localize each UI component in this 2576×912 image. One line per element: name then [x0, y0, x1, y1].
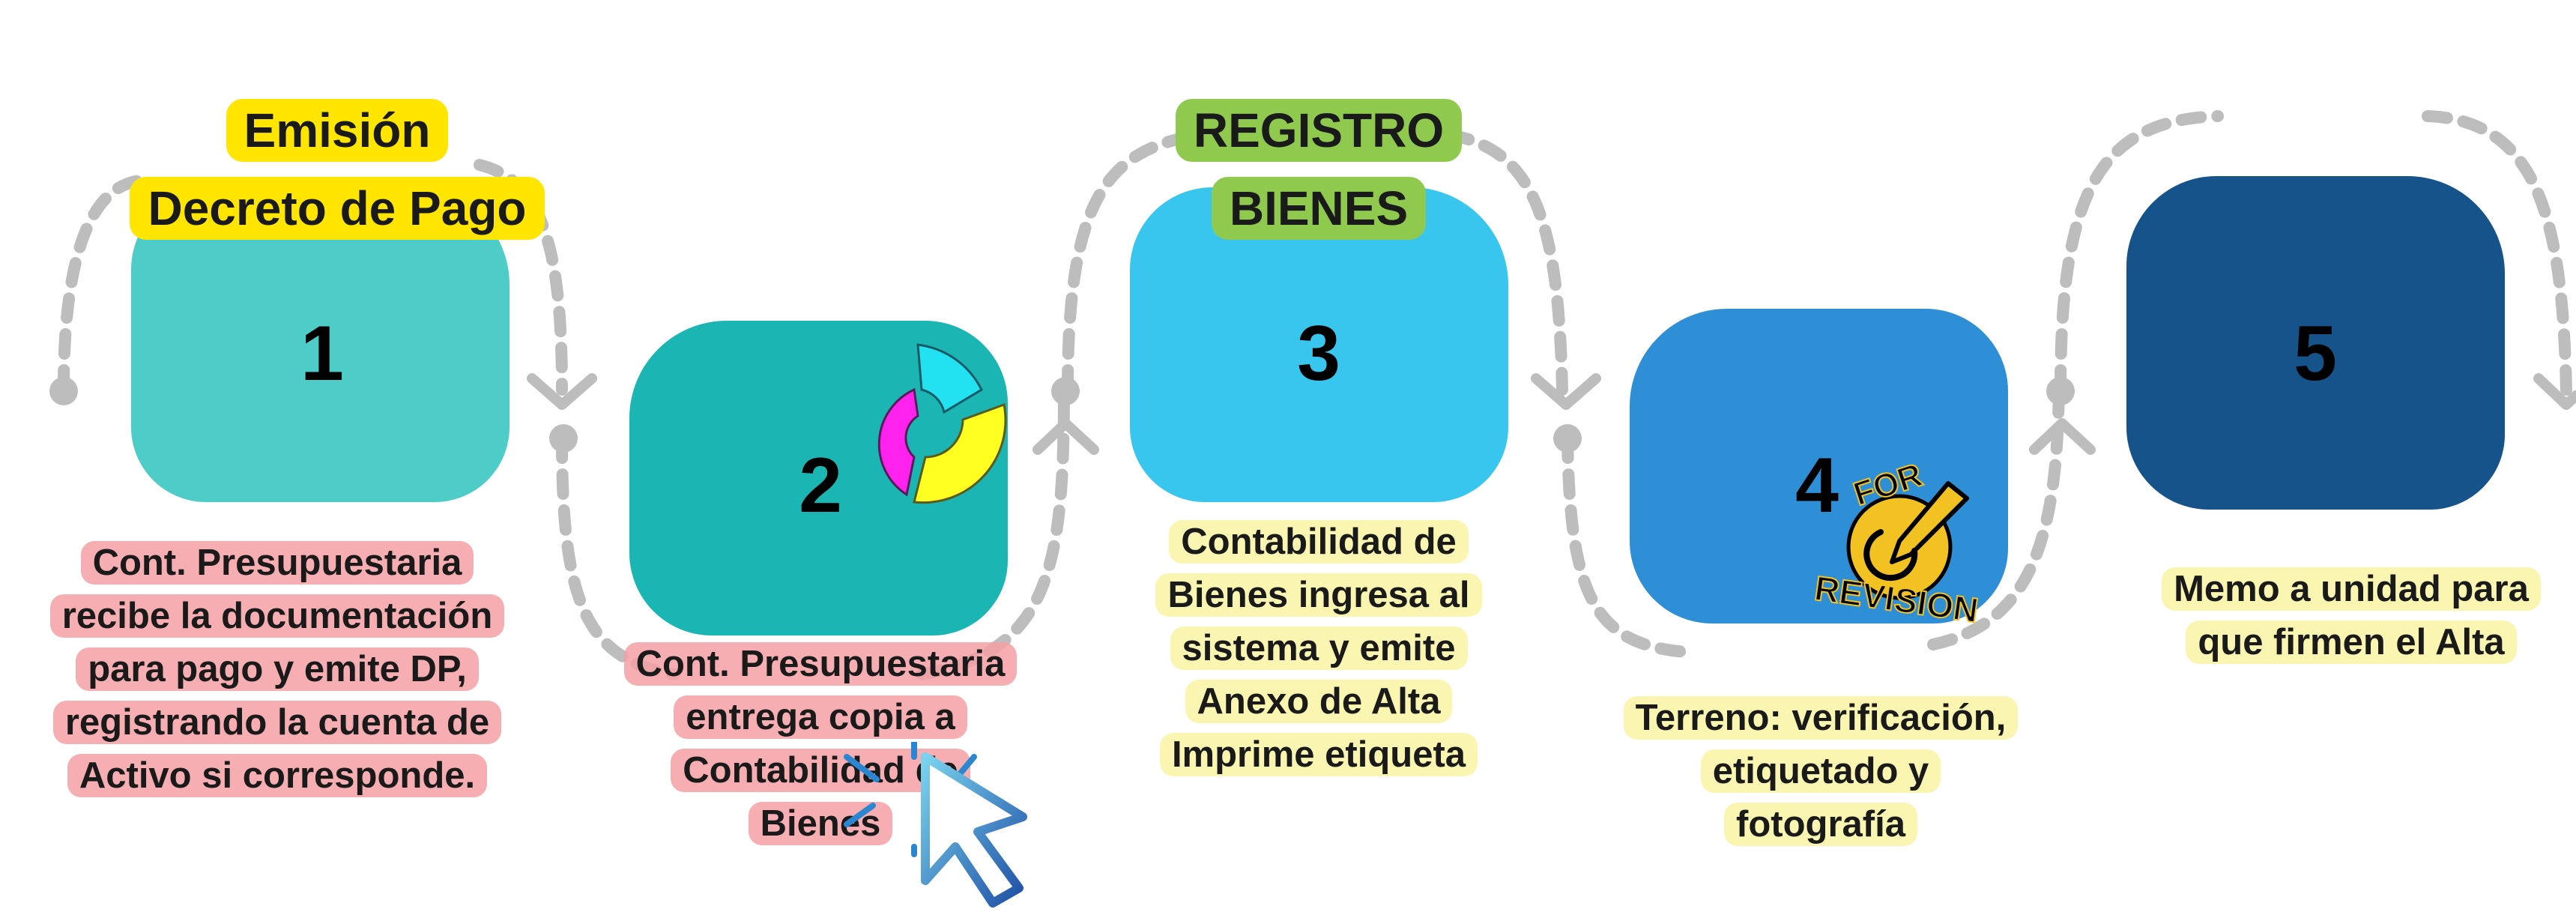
- step-4-number: 4: [1795, 442, 1839, 529]
- arrow-up-icon: [1032, 418, 1099, 455]
- pie-chart-icon: [877, 343, 1007, 504]
- step-2-number: 2: [799, 442, 842, 529]
- step-1-text: Cont. Presupuestaria recibe la documenta…: [49, 541, 505, 797]
- step-1-number: 1: [300, 310, 344, 397]
- connector-dot: [2046, 377, 2075, 405]
- revision-sticker: FOR REVISION: [1812, 457, 1982, 629]
- connector-5: [2055, 110, 2224, 396]
- step-5-number: 5: [2294, 310, 2337, 397]
- connector-dot: [1553, 424, 1582, 453]
- heading-emision-text: Emisión Decreto de Pago: [130, 99, 545, 240]
- pencil-icon: [1890, 481, 1969, 564]
- connector-dot: [549, 424, 578, 453]
- arrow-down-icon: [1531, 373, 1601, 410]
- arrow-up-icon: [2029, 418, 2096, 455]
- step-5-text: Memo a unidad para que firmen el Alta: [2162, 567, 2541, 664]
- step-4-description: Terreno: verificación, etiquetado y foto…: [1573, 638, 2068, 851]
- step-3-number: 3: [1297, 310, 1340, 397]
- step-3-text: Contabilidad de Bienes ingresa al sistem…: [1155, 520, 1482, 776]
- cursor-click-icon: [844, 742, 1027, 908]
- step-1-tile: [131, 187, 510, 502]
- connector-dot: [49, 377, 78, 405]
- connector-3b: [1444, 129, 1568, 396]
- connector-4: [1561, 432, 1692, 658]
- connector-4b: [1927, 384, 2065, 650]
- arrow-down-icon: [527, 373, 597, 410]
- step-1-description: Cont. Presupuestaria recibe la documenta…: [0, 483, 554, 803]
- connector-dots: [49, 377, 2075, 453]
- connector-3: [1062, 129, 1205, 396]
- step-5-tile: [2126, 176, 2505, 510]
- connector-dot: [1051, 377, 1080, 405]
- heading-emision-decreto: Emisión Decreto de Pago: [75, 13, 599, 247]
- connector-5b: [2422, 110, 2572, 396]
- arrow-down-icon: [2533, 373, 2576, 410]
- step-3-tile: [1130, 187, 1508, 502]
- heading-registro-text: REGISTRO BIENES: [1175, 99, 1463, 240]
- step-4-text: Terreno: verificación, etiquetado y foto…: [1623, 696, 2019, 846]
- heading-registro-bienes: REGISTRO BIENES: [1124, 13, 1514, 247]
- step-5-description: Memo a unidad para que firmen el Alta: [2126, 510, 2576, 669]
- step-3-description: Contabilidad de Bienes ingresa al sistem…: [1109, 462, 1529, 782]
